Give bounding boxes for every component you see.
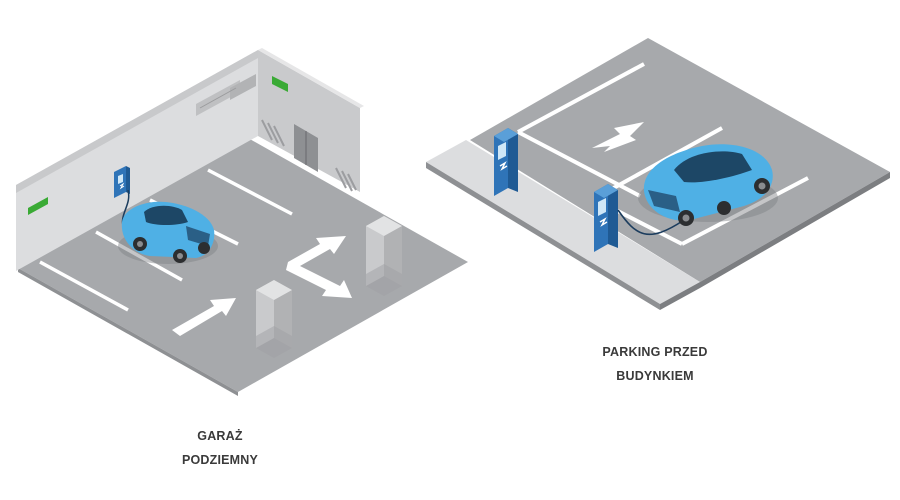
outdoor-car-icon (638, 144, 778, 226)
floor-arrow-split (286, 236, 352, 298)
garage-car-icon (118, 201, 218, 264)
charging-station-rear-icon (494, 128, 518, 196)
outdoor-caption-line1: PARKING PRZED (602, 345, 708, 359)
outdoor-caption-line2: BUDYNKIEM (616, 369, 694, 383)
garage-pillar-back (366, 216, 402, 296)
outdoor-parking-lines (517, 62, 809, 246)
underground-garage-scene (16, 48, 468, 396)
garage-pillar-front (256, 280, 292, 358)
underground-caption-line2: PODZIEMNY (181, 453, 259, 467)
garage-floor-edge (18, 268, 238, 396)
outdoor-parking-caption: PARKING PRZED BUDYNKIEM (585, 340, 725, 388)
floor-lightning-symbol (592, 122, 644, 152)
outdoor-parking-scene (426, 38, 890, 310)
garage-ceiling-beam (16, 50, 258, 193)
wall-charger-icon (114, 166, 130, 231)
wall-hazard-stripes (261, 119, 357, 192)
charging-station-front-icon (594, 184, 685, 252)
exit-sign-right-wall (272, 76, 288, 92)
underground-caption-line1: GARAŻ (197, 429, 243, 443)
exit-sign-left-wall (28, 197, 48, 215)
garage-floor (18, 138, 468, 392)
floor-arrow-forward (172, 298, 236, 336)
underground-garage-caption: GARAŻ PODZIEMNY (160, 424, 280, 472)
